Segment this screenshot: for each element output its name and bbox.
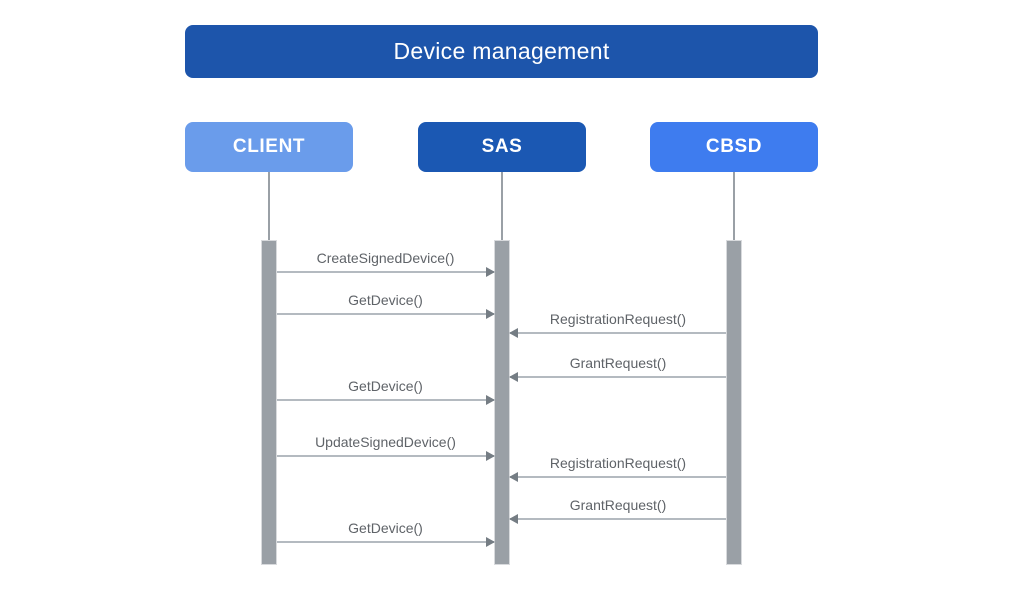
actor-label-cbsd: CBSD bbox=[705, 136, 763, 157]
arrowhead-icon bbox=[486, 267, 495, 277]
arrowhead-icon bbox=[509, 328, 518, 338]
arrowhead-icon bbox=[486, 451, 495, 461]
activation-bar-client bbox=[261, 240, 277, 565]
message-line bbox=[277, 271, 494, 273]
arrowhead-icon bbox=[486, 537, 495, 547]
message-label: CreateSignedDevice() bbox=[316, 250, 455, 266]
message-label: GetDevice() bbox=[348, 520, 423, 536]
message-line bbox=[277, 313, 494, 315]
arrowhead-icon bbox=[509, 472, 518, 482]
arrowhead-icon bbox=[509, 372, 518, 382]
arrowhead-icon bbox=[486, 395, 495, 405]
lifeline-client bbox=[268, 172, 270, 240]
message-line bbox=[510, 376, 726, 378]
actor-box-client: CLIENT bbox=[185, 122, 353, 172]
actor-box-cbsd: CBSD bbox=[650, 122, 818, 172]
message-line bbox=[277, 541, 494, 543]
actor-label-sas: SAS bbox=[481, 136, 523, 157]
message-label: UpdateSignedDevice() bbox=[315, 434, 456, 450]
message-label: GrantRequest() bbox=[569, 497, 667, 513]
lifeline-cbsd bbox=[733, 172, 735, 240]
message-line bbox=[277, 399, 494, 401]
message-label: GrantRequest() bbox=[569, 355, 667, 371]
arrowhead-icon bbox=[509, 514, 518, 524]
activation-bar-sas bbox=[494, 240, 510, 565]
activation-bar-cbsd bbox=[726, 240, 742, 565]
message-label: RegistrationRequest() bbox=[549, 455, 687, 471]
message-line bbox=[510, 332, 726, 334]
message-label: RegistrationRequest() bbox=[549, 311, 687, 327]
message-line bbox=[510, 518, 726, 520]
diagram-title: Device management bbox=[185, 25, 818, 78]
arrowhead-icon bbox=[486, 309, 495, 319]
actor-box-sas: SAS bbox=[418, 122, 586, 172]
actor-label-client: CLIENT bbox=[232, 136, 306, 157]
message-label: GetDevice() bbox=[348, 292, 423, 308]
message-line bbox=[510, 476, 726, 478]
lifeline-sas bbox=[501, 172, 503, 240]
message-label: GetDevice() bbox=[348, 378, 423, 394]
message-line bbox=[277, 455, 494, 457]
